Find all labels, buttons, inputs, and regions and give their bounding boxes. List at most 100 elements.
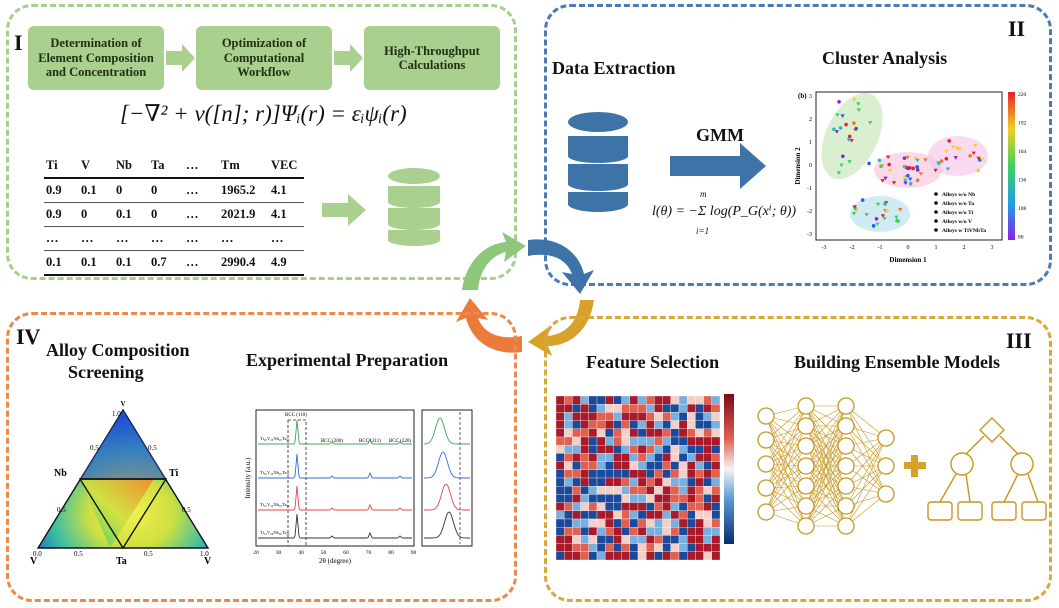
plot-frame bbox=[815, 91, 1003, 241]
heatmap-cell bbox=[555, 469, 565, 479]
heatmap-cell bbox=[605, 502, 614, 511]
heatmap-cell bbox=[687, 469, 696, 479]
heatmap-cell bbox=[662, 420, 671, 429]
nn-connection bbox=[765, 465, 807, 513]
heatmap-cell bbox=[662, 551, 671, 561]
nn-node bbox=[877, 485, 895, 503]
heatmap-cell bbox=[572, 494, 581, 503]
scatter-point bbox=[880, 179, 885, 183]
panel-numeral-2: II bbox=[1008, 16, 1026, 41]
heatmap-cell bbox=[564, 527, 573, 536]
heatmap-cell bbox=[564, 518, 573, 528]
table-cell: 0.7 bbox=[149, 250, 184, 276]
heatmap-cell bbox=[555, 535, 565, 544]
heatmap-cell bbox=[596, 494, 606, 503]
heatmap-cell bbox=[662, 461, 671, 470]
heatmap-cell bbox=[629, 428, 639, 438]
heatmap-cell bbox=[621, 494, 630, 503]
heatmap-cell bbox=[564, 412, 573, 421]
heatmap-cell bbox=[572, 502, 581, 511]
heatmap-cell bbox=[670, 477, 680, 487]
heatmap-cell bbox=[637, 494, 647, 503]
heatmap-cell bbox=[703, 428, 712, 438]
heatmap-cell bbox=[695, 461, 704, 470]
heatmap-cell bbox=[646, 527, 655, 536]
panel-numeral-3: III bbox=[1006, 328, 1032, 353]
heatmap-colorbar bbox=[724, 394, 734, 544]
nn-node bbox=[837, 457, 855, 475]
heatmap-cell bbox=[588, 518, 598, 528]
heatmap-cell bbox=[572, 453, 581, 462]
cluster-points bbox=[832, 98, 985, 228]
heatmap-cell bbox=[662, 469, 671, 479]
scatter-point bbox=[856, 108, 862, 113]
heatmap-cell bbox=[580, 543, 589, 552]
table-cell: 0.1 bbox=[79, 250, 114, 276]
heatmap-cell bbox=[678, 535, 688, 544]
heatmap-cell bbox=[646, 535, 655, 544]
heatmap-cell bbox=[555, 428, 565, 438]
heatmap-cell bbox=[646, 461, 655, 470]
heatmap-cell bbox=[555, 436, 565, 446]
heatmap-cell bbox=[588, 551, 598, 561]
nn-connection bbox=[765, 445, 807, 513]
gmm-label: GMM bbox=[696, 125, 744, 145]
heatmap-cell bbox=[629, 395, 639, 405]
heatmap-cell bbox=[678, 436, 688, 446]
heatmap-cell bbox=[580, 428, 589, 438]
heatmap-cell bbox=[572, 461, 581, 470]
nn-connection bbox=[805, 465, 847, 527]
heatmap-cell bbox=[703, 436, 712, 446]
heatmap-cell bbox=[646, 436, 655, 446]
xrd-x-tick: 70 bbox=[366, 550, 372, 556]
heatmap-cell bbox=[596, 518, 606, 528]
xrd-x-tick: 40 bbox=[298, 550, 304, 556]
heatmap-cell bbox=[621, 469, 630, 479]
heatmap-cell bbox=[564, 453, 573, 462]
heatmap-cell bbox=[572, 518, 581, 528]
heatmap-cell bbox=[605, 436, 614, 446]
x-tick-label: -2 bbox=[850, 245, 855, 251]
scatter-point bbox=[849, 139, 854, 143]
heatmap-cell bbox=[605, 461, 614, 470]
heatmap-cell bbox=[564, 428, 573, 438]
data-extraction-title: Data Extraction bbox=[552, 58, 676, 78]
heatmap-cell bbox=[695, 502, 704, 511]
arrow-right-2 bbox=[334, 44, 363, 72]
scatter-point bbox=[908, 181, 913, 186]
heatmap-cell bbox=[711, 494, 721, 503]
heatmap-cell bbox=[687, 494, 696, 503]
heatmap-cell bbox=[678, 461, 688, 470]
heatmap-cell bbox=[555, 404, 565, 413]
heatmap-cell bbox=[564, 486, 573, 495]
nn-node bbox=[837, 417, 855, 435]
heatmap-cell bbox=[670, 420, 680, 429]
scatter-point bbox=[944, 149, 949, 154]
heatmap-cell bbox=[695, 412, 704, 421]
heatmap-cell bbox=[564, 551, 573, 561]
table-cell: 0.1 bbox=[114, 202, 149, 227]
nn-node bbox=[797, 497, 815, 515]
heatmap-cell bbox=[629, 543, 639, 552]
nn-connection bbox=[765, 415, 807, 467]
y-tick-label: 0 bbox=[809, 163, 812, 169]
table-cell: … bbox=[271, 231, 284, 245]
heatmap-cell bbox=[564, 395, 573, 405]
heatmap-cell bbox=[629, 551, 639, 561]
heatmap-cell bbox=[555, 543, 565, 552]
scatter-point bbox=[868, 121, 873, 125]
heatmap-cell bbox=[711, 510, 721, 520]
nn-node bbox=[757, 407, 775, 425]
panel-numeral-4: IV bbox=[16, 324, 41, 349]
table-row: … … … … … … … bbox=[44, 227, 304, 251]
heatmap-cell bbox=[596, 412, 606, 421]
scatter-point bbox=[915, 158, 920, 163]
heatmap-cell bbox=[711, 543, 721, 552]
xrd-peak-label: BCC (220) bbox=[389, 439, 411, 444]
heatmap-cell bbox=[678, 404, 688, 413]
heatmap-cell bbox=[703, 494, 712, 503]
heatmap-cell bbox=[637, 510, 647, 520]
scatter-point bbox=[883, 202, 887, 206]
